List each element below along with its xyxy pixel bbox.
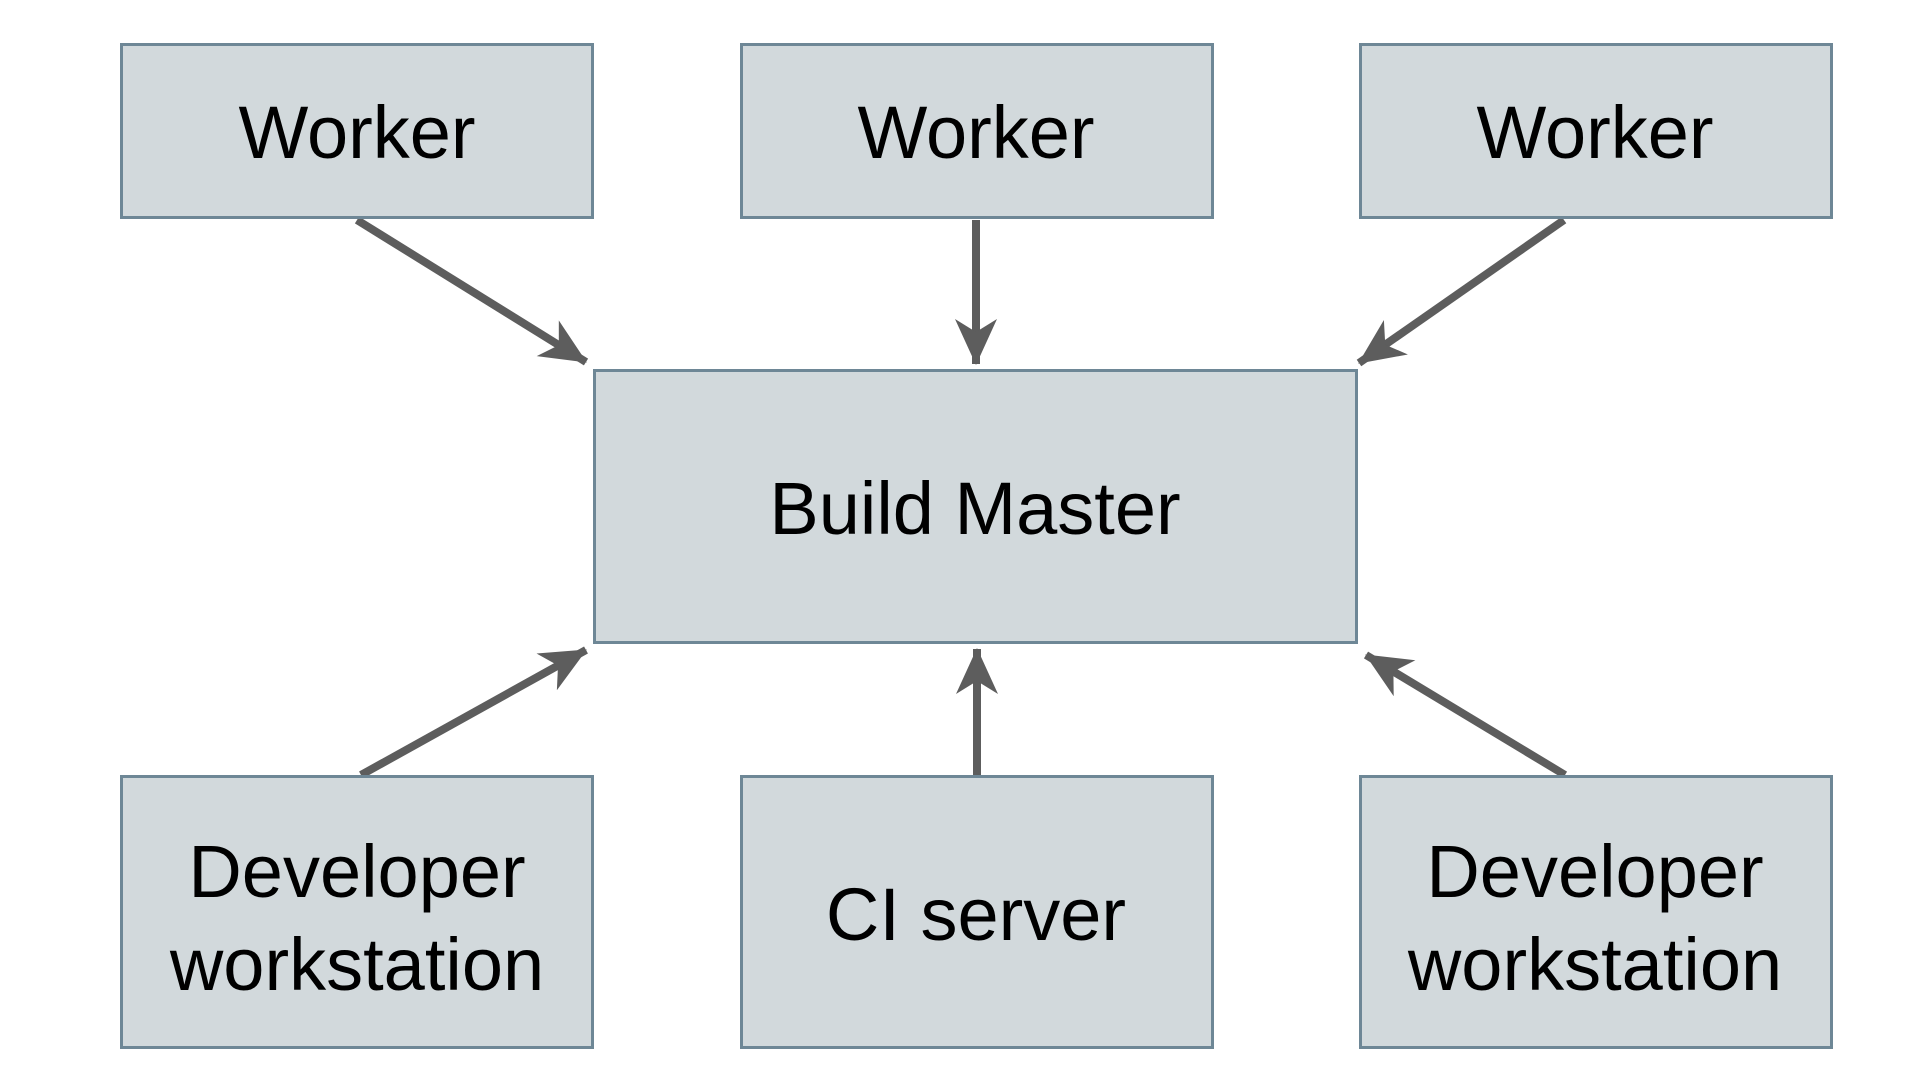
- node-worker-2-box: [740, 43, 1214, 219]
- node-worker-1-label: Worker: [238, 91, 475, 174]
- node-ci-server: CI server: [740, 775, 1214, 1049]
- node-dev-workstation-1-box: [120, 775, 594, 1049]
- node-dev-workstation-2-box: [1359, 775, 1833, 1049]
- arrow-worker-3-to-build-master: [1356, 216, 1567, 367]
- node-dev-workstation-2: Developer workstation: [1359, 775, 1833, 1049]
- node-ci-server-label: CI server: [826, 873, 1126, 956]
- node-worker-1: Worker: [120, 43, 594, 219]
- node-dev-workstation-2-label-line2: workstation: [1407, 923, 1782, 1006]
- arrow-dev-workstation-1-to-build-master: [359, 646, 588, 779]
- node-dev-workstation-1-label-line2: workstation: [169, 923, 544, 1006]
- arrow-worker-1-to-build-master: [354, 216, 589, 366]
- node-build-master: Build Master: [593, 369, 1358, 644]
- node-dev-workstation-1: Developer workstation: [120, 775, 594, 1049]
- node-worker-3-box: [1359, 43, 1833, 219]
- node-dev-workstation-1-label-line1: Developer: [188, 830, 525, 913]
- node-worker-3-label: Worker: [1476, 91, 1713, 174]
- node-worker-3: Worker: [1359, 43, 1833, 219]
- node-build-master-label: Build Master: [769, 467, 1180, 550]
- node-build-master-box: [593, 369, 1358, 644]
- node-worker-2: Worker: [740, 43, 1214, 219]
- node-ci-server-box: [740, 775, 1214, 1049]
- node-worker-2-label: Worker: [857, 91, 1094, 174]
- node-dev-workstation-2-label-line1: Developer: [1426, 830, 1763, 913]
- arrow-dev-workstation-2-to-build-master: [1363, 651, 1568, 779]
- node-worker-1-box: [120, 43, 594, 219]
